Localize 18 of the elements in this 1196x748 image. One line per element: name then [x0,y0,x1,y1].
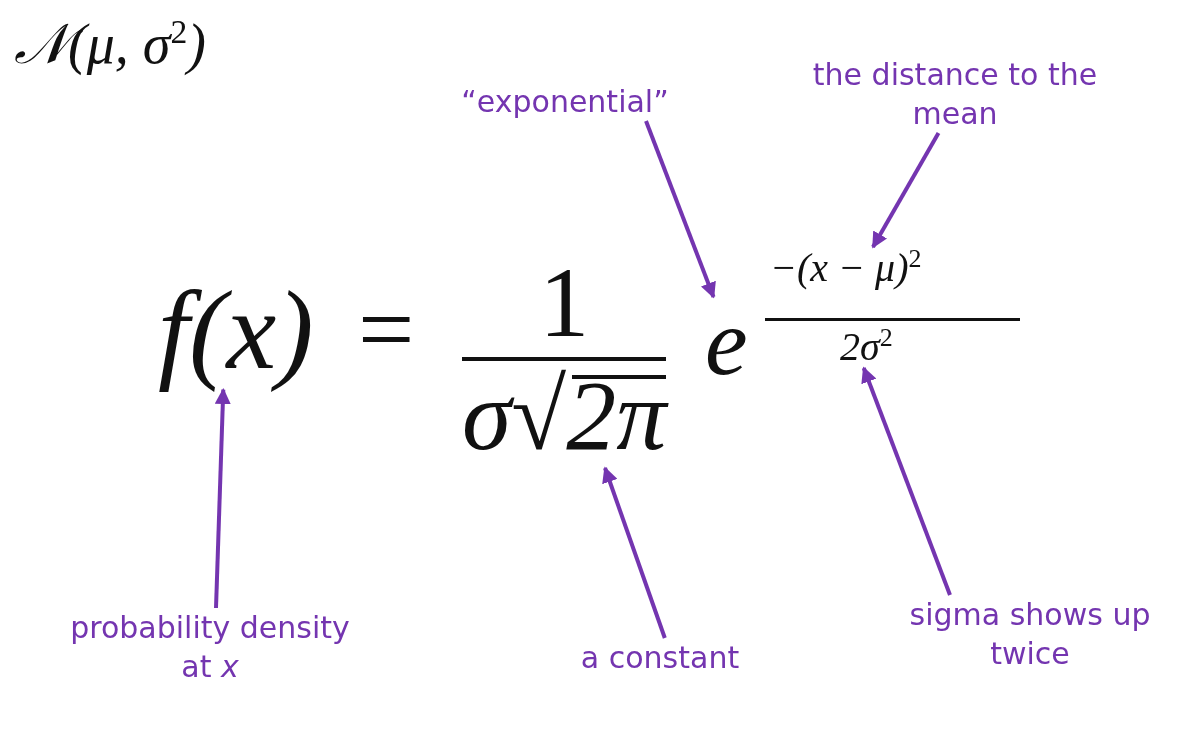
annotation-text: a constant [540,638,780,677]
annotation-text: sigma shows up twice [870,595,1190,673]
math-expression: f(x) [158,272,314,390]
leader-arrow [602,466,667,639]
annotation-text: “exponential” [415,82,715,121]
leader-arrow [644,120,716,299]
equals-sign: = [358,273,415,387]
denominator: σ√2π [462,363,667,468]
leader-arrow [871,132,941,249]
exponent-term: −(x − μ)$^{2}$ [770,247,922,289]
title: 𝒩(μ, σ$^{2}$) [14,12,206,77]
leader-arrow [214,388,231,609]
annotation-text: probability density at x [60,608,360,686]
leader-arrow [861,366,952,596]
math-expression: e [705,292,748,393]
numerator: 1 [539,250,590,355]
annotation-text: the distance to the mean [790,55,1120,133]
exponent-term: 2σ$^{2}$ [840,326,893,368]
